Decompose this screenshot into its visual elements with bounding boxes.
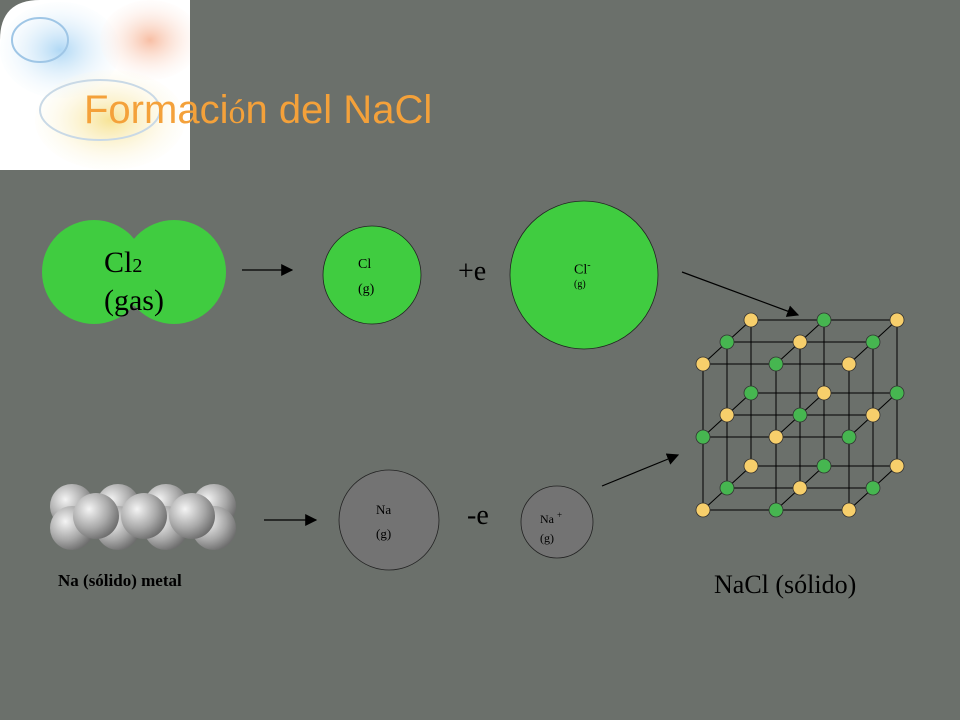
lattice-na-ion	[695, 502, 711, 518]
lab-glassware-decoration	[0, 0, 190, 170]
lattice-na-ion	[865, 407, 881, 423]
lattice-cl-ion	[695, 429, 711, 445]
lattice-cl-ion	[719, 334, 735, 350]
na-atom	[338, 469, 440, 571]
na-atom-label: Na	[376, 502, 392, 517]
lattice-cl-ion	[743, 385, 759, 401]
na-metal-caption: Na (sólido) metal	[58, 571, 182, 590]
cl-atom-state: (g)	[358, 282, 375, 297]
lattice-na-ion	[816, 385, 832, 401]
nacl-caption: NaCl (sólido)	[714, 570, 857, 599]
arrow-na-ion-to-nacl	[601, 453, 680, 487]
lattice-cl-ion	[841, 429, 857, 445]
na-metal-spheres	[50, 484, 236, 550]
nacl-crystal-lattice	[695, 312, 905, 518]
lattice-na-ion	[792, 334, 808, 350]
cl2-molecule	[42, 220, 226, 324]
electron-gain-label: +e	[458, 256, 487, 287]
lattice-cl-ion	[816, 312, 832, 328]
lattice-na-ion	[841, 502, 857, 518]
lattice-na-ion	[841, 356, 857, 372]
lattice-cl-ion	[792, 407, 808, 423]
na-ion	[520, 485, 594, 559]
lattice-na-ion	[889, 458, 905, 474]
na-atom-state: (g)	[376, 526, 392, 541]
lattice-na-ion	[768, 429, 784, 445]
lattice-na-ion	[889, 312, 905, 328]
cl-ion	[509, 200, 659, 350]
cl-atom-label: Cl	[358, 257, 372, 272]
lattice-cl-ion	[865, 480, 881, 496]
arrow-cl-ion-to-nacl	[681, 271, 800, 317]
na-ion-state: (g)	[540, 531, 554, 545]
cl-ion-label: Cl-	[574, 260, 591, 278]
cl-ion-state: (g)	[574, 279, 586, 290]
cl-atom	[322, 225, 422, 325]
electron-loss-label: -e	[467, 500, 489, 531]
na-ion-label: Na +	[540, 510, 563, 526]
cl2-state-label: (gas)	[104, 284, 164, 317]
lattice-na-ion	[695, 356, 711, 372]
lattice-na-ion	[719, 407, 735, 423]
lattice-cl-ion	[768, 356, 784, 372]
lattice-na-ion	[743, 458, 759, 474]
lattice-cl-ion	[816, 458, 832, 474]
lattice-cl-ion	[865, 334, 881, 350]
lattice-na-ion	[743, 312, 759, 328]
lattice-cl-ion	[768, 502, 784, 518]
lattice-cl-ion	[889, 385, 905, 401]
lattice-na-ion	[792, 480, 808, 496]
cl2-label: Cl2	[104, 246, 143, 279]
slide-title: Formación del NaCl	[84, 88, 433, 132]
lattice-cl-ion	[719, 480, 735, 496]
